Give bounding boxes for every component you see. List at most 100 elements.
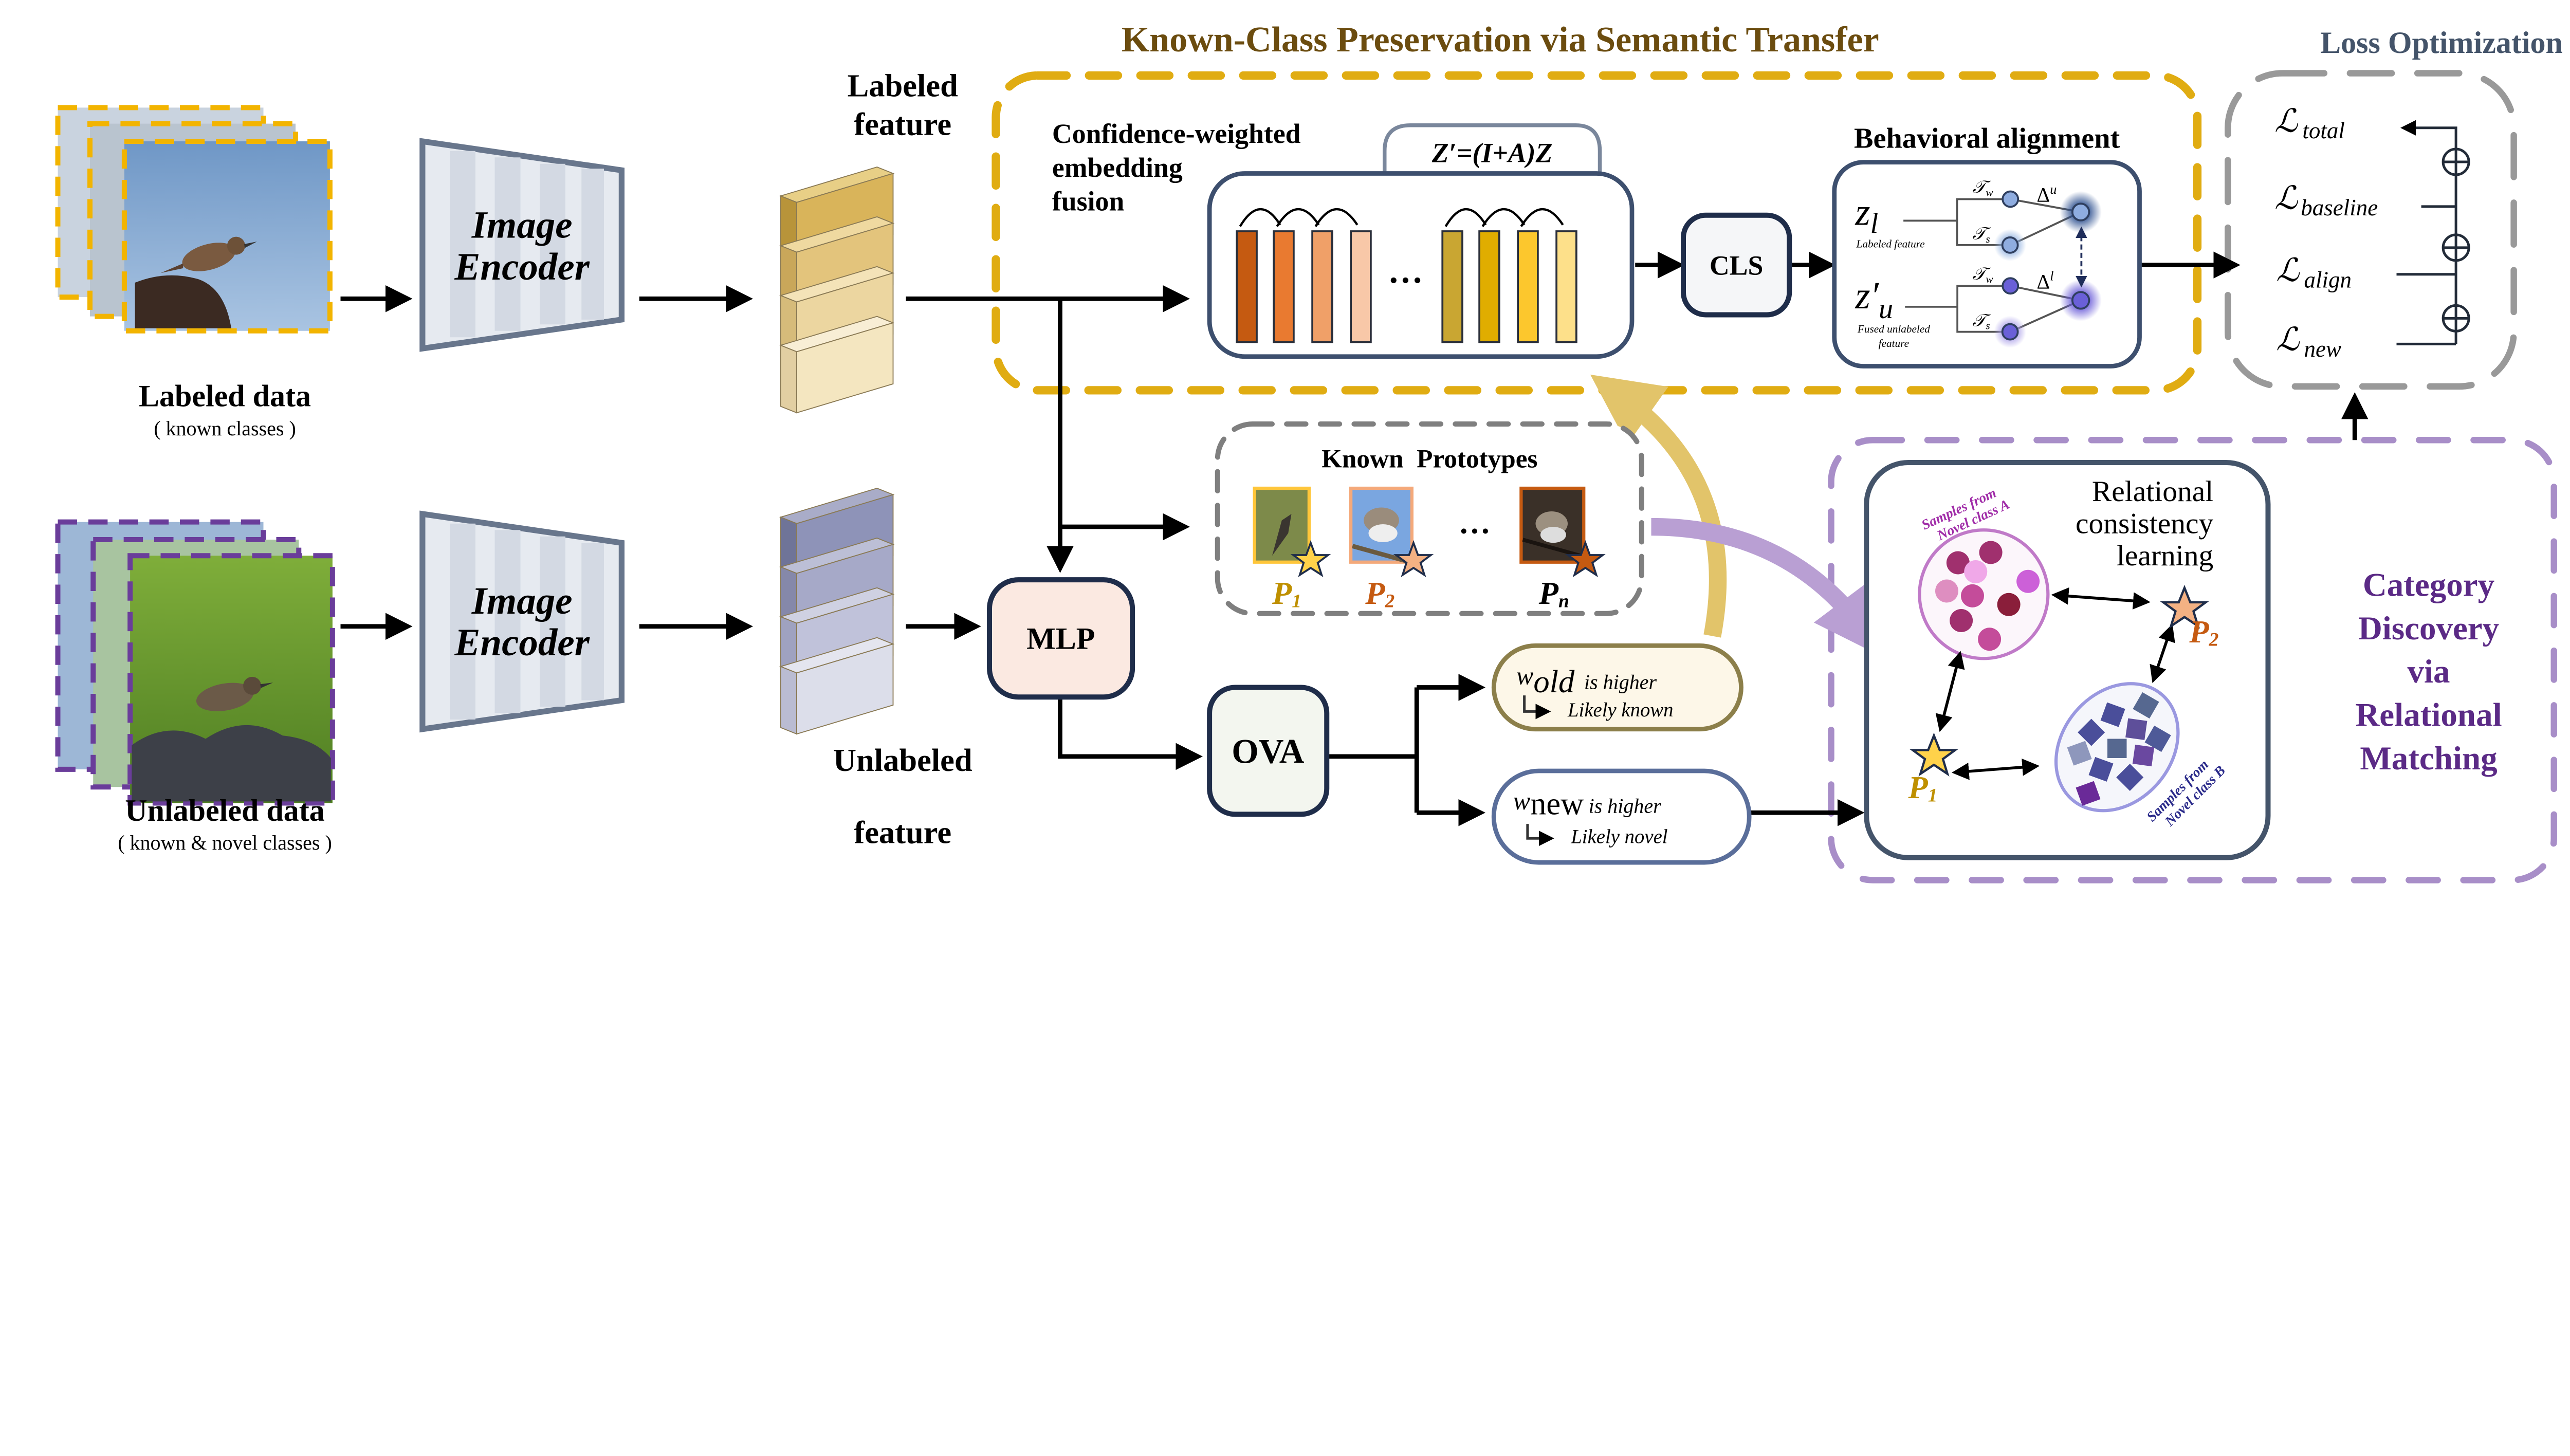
novel-class-a-cluster: Samples from Novel class A [1918,484,2050,660]
svg-text:Likely known: Likely known [1567,699,1674,721]
star-icon [1290,540,1331,578]
svg-text:Likely novel: Likely novel [1570,826,1667,848]
known-prototypes-title: Known Prototypes [1321,444,1537,473]
prototype-p2-marker: P2 [2160,584,2218,650]
labeled-feature-label-2: feature [854,106,951,142]
embedding-bar [1311,230,1333,343]
fusion-ellipsis: … [1388,251,1423,290]
embedding-bar [1517,230,1539,343]
star-icon [2160,584,2209,629]
fusion-formula: Z′=(I+A)Z [1431,138,1553,169]
sample-point [2125,718,2147,740]
embedding-bar [1273,230,1295,343]
cls-label: CLS [1710,250,1764,281]
fusion-embedding-bars [1236,230,1577,343]
propagation-arc [1481,208,1526,227]
ova-label: OVA [1232,732,1305,770]
z-u-caption-2: feature [1879,337,1909,349]
sample-point [2133,692,2159,719]
mlp-block [987,577,1135,700]
known-prototypes-box [1215,421,1644,616]
sample-point [1964,560,1988,583]
mlp-label: MLP [1026,622,1095,656]
sample-point [2132,744,2155,767]
loss-baseline: ℒbaseline [2274,180,2378,220]
relation-arrows [1935,587,2175,780]
svg-text:P1: P1 [1272,575,1301,612]
prototype-p2: P2 [1349,486,1434,612]
labeled-feature-label: Labeled [848,68,959,104]
formula-tab [1383,123,1602,180]
labeled-data-label: Labeled data [139,379,311,413]
sample-point [2100,702,2125,727]
embedding-bar [1441,230,1463,343]
image-encoder-unlabeled: Image Encoder [419,510,625,733]
behavioral-graph: zl Labeled feature z′u Fused unlabeled f… [1855,178,2102,349]
relational-title-3: learning [2117,540,2213,572]
svg-text:Category: Category [2363,566,2494,603]
category-discovery-section-box [1828,437,2557,883]
sample-point [2016,569,2040,593]
fusion-title: Confidence-weighted [1052,118,1301,149]
svg-text:𝒯w: 𝒯w [1973,265,1994,285]
svg-text:Image: Image [471,204,573,247]
unlabeled-feature-label: Unlabeled [833,742,972,778]
unlabeled-data-label: Unlabeled data [125,794,324,827]
svg-text:z′u: z′u [1855,274,1893,325]
behavioral-title: Behavioral alignment [1854,123,2120,155]
embedding-bar [1555,230,1577,343]
svg-text:Pn: Pn [1538,575,1569,612]
sample-point [1978,628,2002,651]
svg-text:zl: zl [1855,191,1878,240]
ova-block [1207,685,1330,817]
labeled-data-sublabel: ( known classes ) [154,417,296,440]
known-to-fusion-curved-arrow [1590,374,1727,638]
sample-point [1997,593,2021,616]
svg-text:P1: P1 [1908,769,1938,806]
propagation-arc [1444,208,1487,227]
unlabeled-feature-stack [779,488,895,735]
z-u-caption: Fused unlabeled [1857,323,1930,335]
known-class-section-title: Known-Class Preservation via Semantic Tr… [1122,20,1879,60]
propagation-arc [1239,208,1281,227]
embedding-bar [1236,230,1258,343]
svg-text:P2: P2 [1365,575,1394,612]
propagation-arc [1276,208,1320,227]
unlabeled-data-images [55,519,335,806]
image-encoder-labeled: Image Encoder [419,138,625,352]
fusion-title-2: embedding [1052,152,1183,183]
feature-vector [779,316,895,414]
fusion-arcs [1239,208,1564,227]
star-icon [1565,540,1606,578]
embedding-bar [1350,230,1372,343]
propagation-arc [1520,208,1564,227]
sample-point [2107,739,2127,758]
svg-text:Image: Image [471,580,573,622]
fusion-title-3: fusion [1052,186,1125,216]
svg-text:via: via [2407,653,2450,690]
sample-point [1946,551,1970,575]
z-l-caption: Labeled feature [1856,237,1925,250]
prototype-pn: Pn [1519,486,1606,612]
prototype-p1: P1 [1253,486,1331,612]
sample-point [1979,541,2003,564]
unlabeled-data-sublabel: ( known & novel classes ) [118,831,332,854]
svg-text:Relational: Relational [2355,697,2502,734]
labeled-feature-stack [779,167,895,414]
svg-text:P2: P2 [2189,614,2218,650]
novel-class-b-cluster: Samples from Novel class B [2054,682,2228,830]
unlabeled-feature-label-2: feature [854,815,951,851]
svg-text:Matching: Matching [2360,740,2497,777]
svg-text:Discovery: Discovery [2358,610,2499,647]
loss-section-title: Loss Optimization [2320,26,2563,60]
relational-title: Relational [2092,475,2213,508]
flow-arrows [340,251,2369,826]
